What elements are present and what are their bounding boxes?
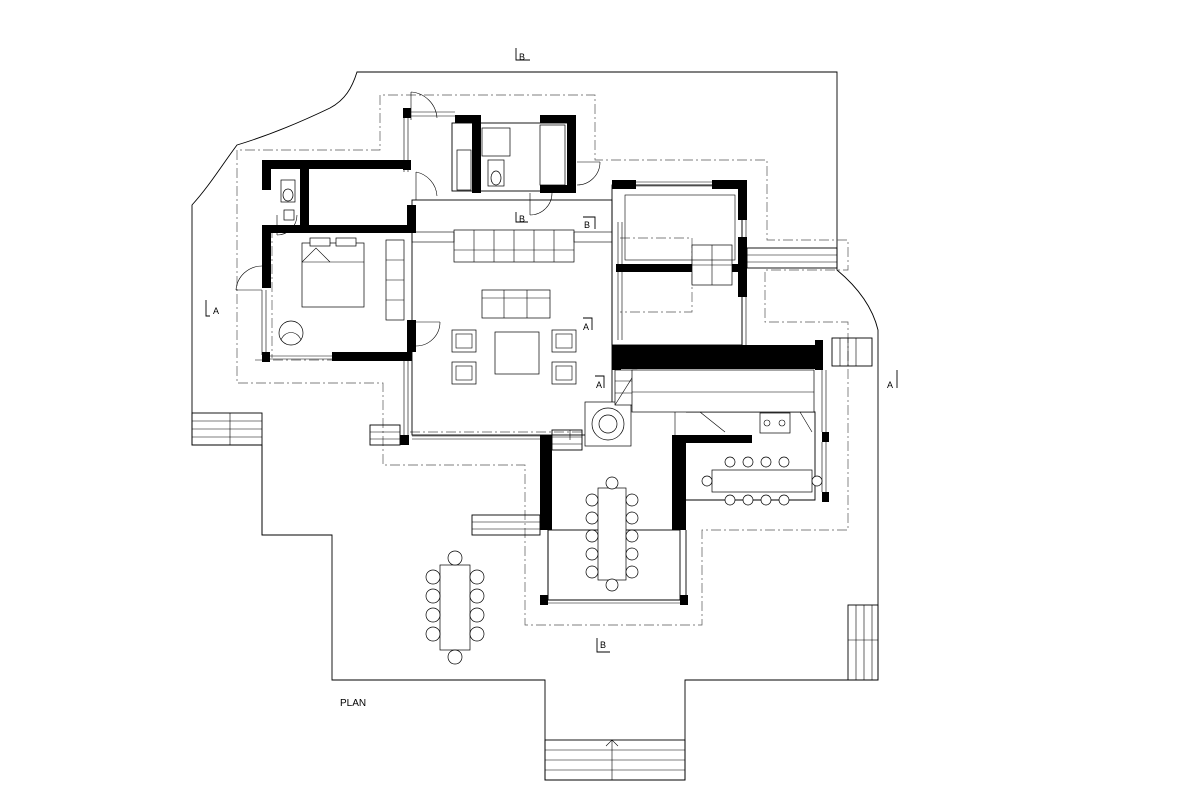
section-marker-b-hall: B (515, 212, 528, 224)
coffee-table (494, 331, 540, 375)
section-marker-a-east: A (887, 370, 898, 390)
built-in-bench (453, 229, 575, 263)
entry-steps-northeast (369, 247, 873, 451)
entry-steps-south (544, 739, 686, 781)
dining-table-indoor (585, 476, 639, 592)
kitchen-counter (631, 369, 815, 435)
plan-title: PLAN (340, 698, 366, 709)
armchair-bedroom (278, 320, 304, 346)
east-bedroom-furniture (624, 194, 736, 286)
svg-text:B: B (519, 214, 525, 224)
section-marker-a-west: A (205, 300, 219, 317)
svg-text:B: B (600, 640, 606, 650)
wc-west (280, 179, 296, 221)
door-swings (235, 91, 601, 347)
section-marker-b-north: B (515, 48, 530, 62)
entry-steps-dining (471, 514, 541, 536)
master-bed (301, 237, 365, 308)
glazing-hall (411, 231, 613, 243)
entry-steps-west (191, 412, 263, 446)
dining-table-terrace (425, 550, 485, 665)
living-armchairs (451, 329, 577, 385)
terrace-outline (191, 71, 879, 781)
svg-text:A: A (596, 380, 602, 390)
sofa (481, 289, 551, 319)
section-marker-b-corridor: B (583, 216, 596, 230)
svg-text:B: B (519, 52, 525, 62)
svg-text:A: A (213, 306, 219, 316)
interior-partitions (261, 111, 827, 604)
wardrobe-west (385, 239, 405, 321)
bathroom-fixtures (456, 124, 566, 191)
section-marker-a-living-lower: A (595, 375, 605, 390)
dining-table-kitchen (701, 456, 823, 506)
entry-steps-east (847, 604, 879, 681)
svg-text:B: B (584, 220, 590, 230)
stove (584, 401, 632, 447)
section-marker-b-south: B (596, 638, 610, 653)
svg-text:A: A (583, 322, 589, 332)
svg-text:A: A (887, 380, 893, 390)
section-marker-a-living-upper: A (583, 317, 593, 332)
exterior-walls (262, 108, 829, 605)
